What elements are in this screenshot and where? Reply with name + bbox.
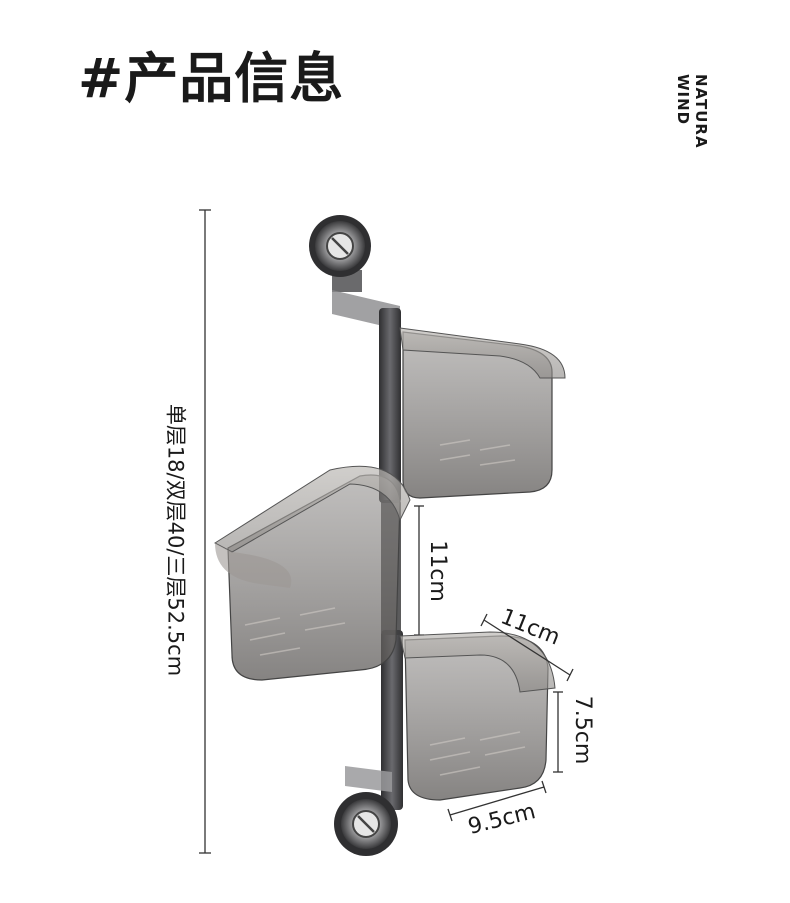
- brand-line-1: NATURA: [692, 74, 710, 149]
- basket-top-right: [399, 327, 566, 499]
- width-dimension-line: [447, 780, 547, 822]
- page-title: #产品信息: [78, 47, 345, 110]
- basket-height-dimension-line: [553, 691, 563, 773]
- tier-gap-label: 11cm: [425, 540, 450, 602]
- pole-lower: [381, 630, 403, 810]
- gap-dimension-line: [414, 505, 424, 636]
- top-suction-cup: [309, 215, 371, 292]
- basket-bottom-right: [399, 631, 556, 801]
- bottom-bracket: [345, 766, 392, 792]
- basket-middle-left: [214, 465, 411, 681]
- depth-dimension-line: [480, 613, 574, 682]
- total-height-label: 单层18/双层40/三层52.5cm: [163, 403, 188, 677]
- basket-height-label: 7.5cm: [570, 695, 595, 765]
- pole-upper: [379, 308, 401, 503]
- brand-line-2: WIND: [674, 74, 692, 126]
- height-dimension-line: [199, 209, 211, 854]
- brand-logo: NATURA WIND: [668, 74, 718, 170]
- bottom-suction-cup: [334, 792, 398, 856]
